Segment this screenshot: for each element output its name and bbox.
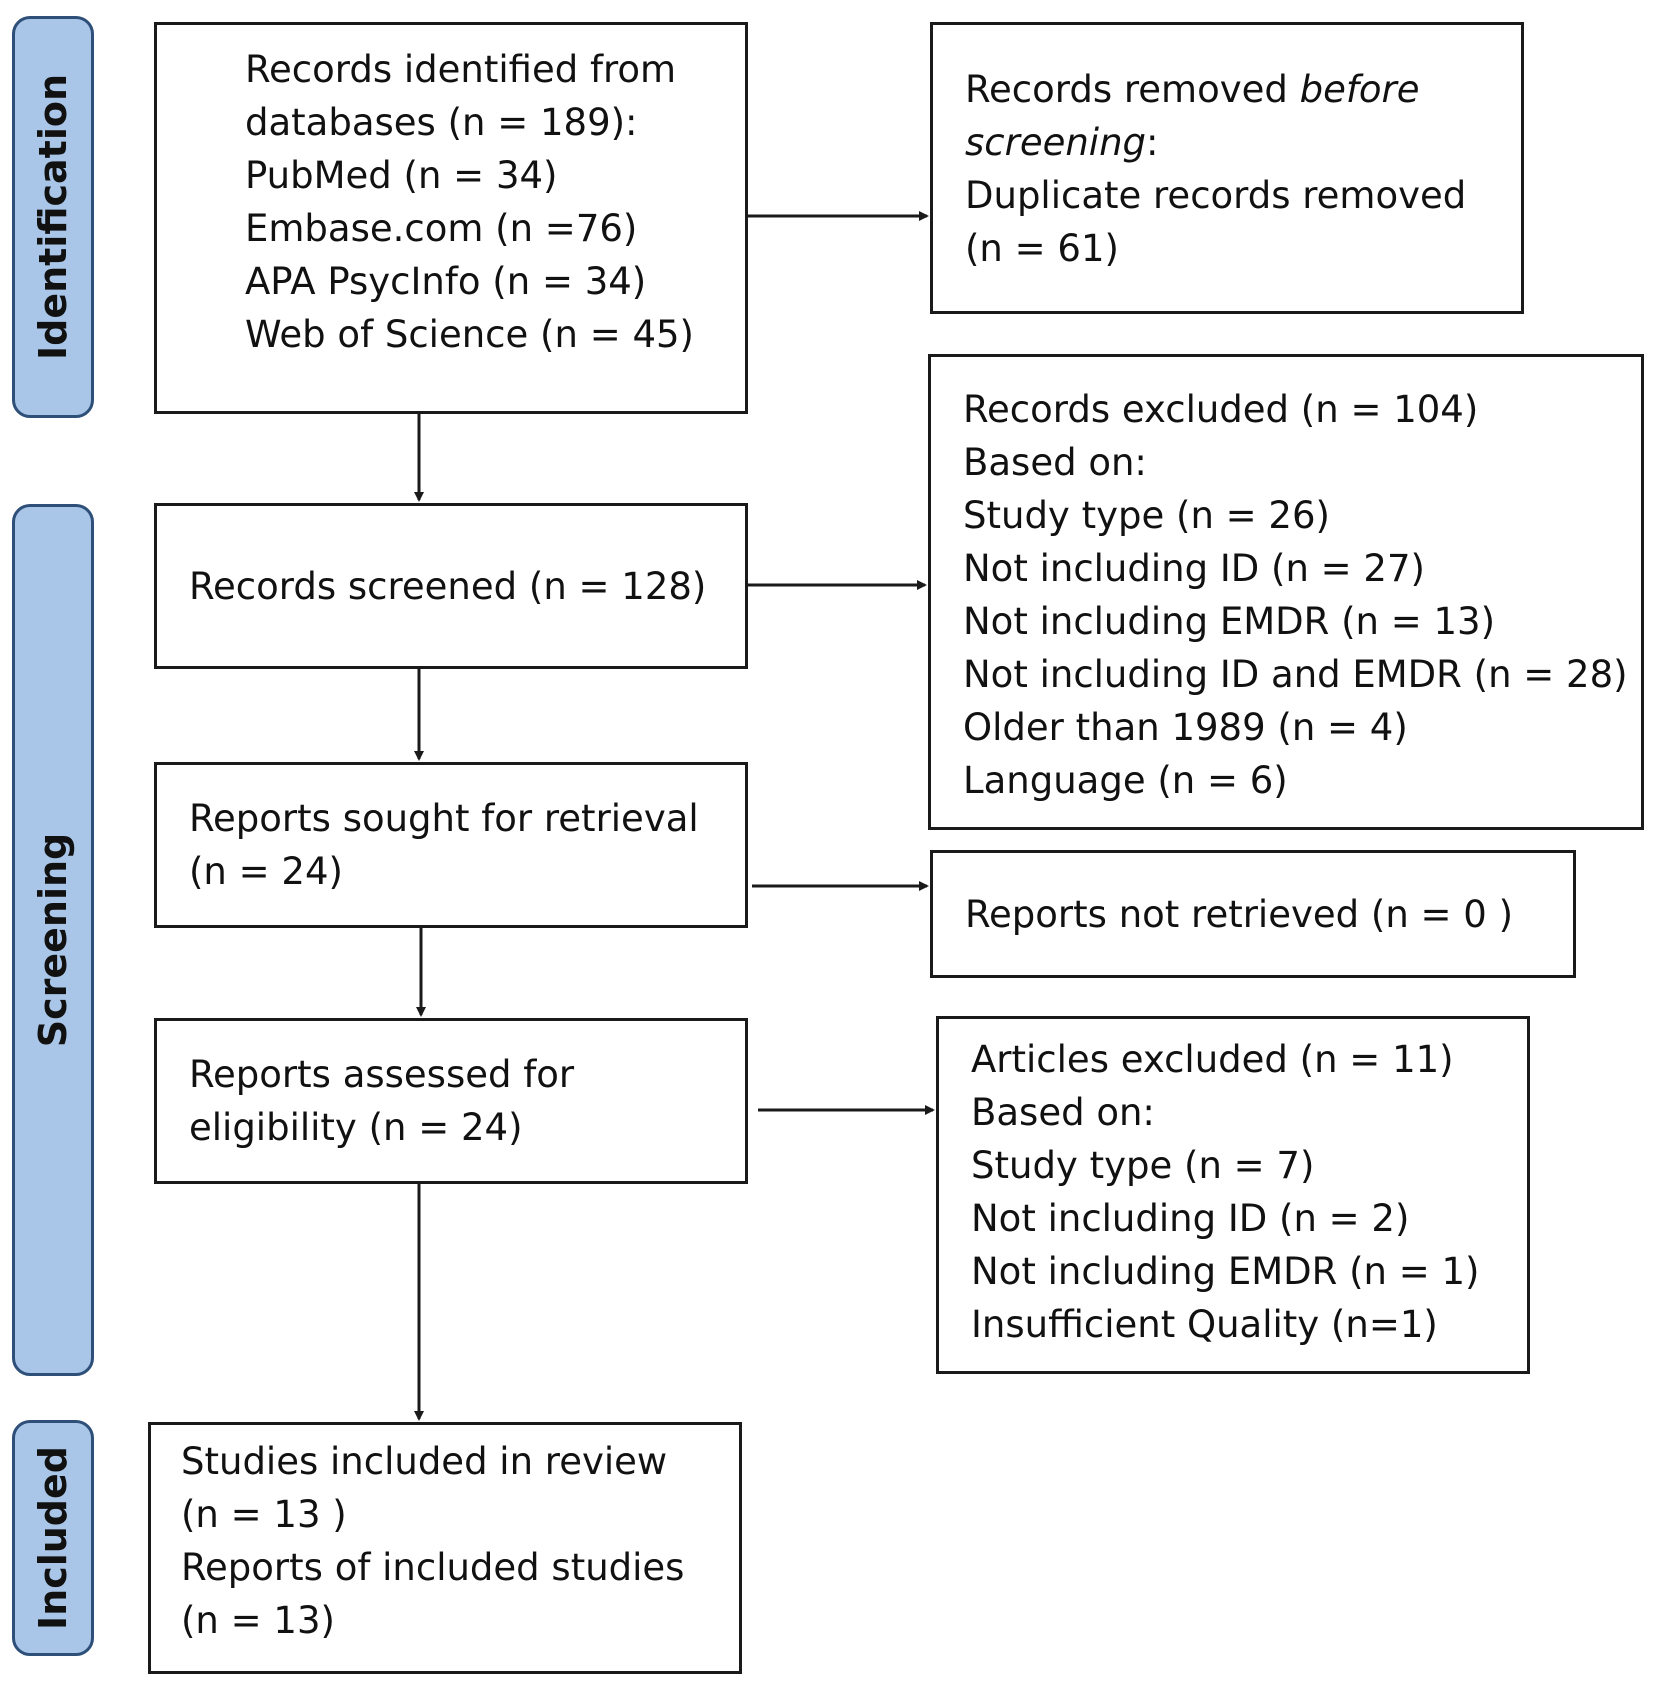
text-line: Records identified from: [245, 48, 677, 91]
text-line: Older than 1989 (n = 4): [963, 706, 1408, 749]
text-line: screening:: [965, 116, 1521, 169]
text-line: (n = 13 ): [181, 1493, 347, 1536]
text-line: Study type (n = 7): [971, 1144, 1315, 1187]
text-fragment: Records removed: [965, 68, 1300, 111]
text-fragment-italic: before: [1299, 68, 1420, 111]
text-line: Articles excluded (n = 11): [971, 1038, 1454, 1081]
text-line: Embase.com (n =76): [245, 207, 638, 250]
phase-included-label: Included: [31, 1446, 75, 1630]
text-line: (n = 13): [181, 1599, 335, 1642]
text-line: Studies included in review: [181, 1440, 668, 1483]
text-line: Records screened (n = 128): [189, 564, 707, 608]
text-fragment-italic: screening: [965, 121, 1147, 164]
text-line: PubMed (n = 34): [245, 154, 558, 197]
articles-excluded-box: Articles excluded (n = 11) Based on: Stu…: [936, 1016, 1530, 1374]
text-line: eligibility (n = 24): [189, 1106, 523, 1149]
text-line: Not including ID (n = 2): [971, 1197, 1410, 1240]
text-line: APA PsycInfo (n = 34): [245, 260, 647, 303]
text-line: Not including ID and EMDR (n = 28): [963, 653, 1628, 696]
text-line: Reports of included studies: [181, 1546, 685, 1589]
text-line: (n = 24): [189, 850, 343, 893]
text-line: Reports not retrieved (n = 0 ): [965, 892, 1514, 936]
text-line: Duplicate records removed: [965, 174, 1467, 217]
text-line: Reports assessed for: [189, 1053, 575, 1096]
text-line: Records excluded (n = 104): [963, 388, 1479, 431]
records-screened-box: Records screened (n = 128): [154, 503, 748, 669]
text-line: Web of Science (n = 45): [245, 313, 694, 356]
text-line: Based on:: [963, 441, 1147, 484]
reports-sought-box: Reports sought for retrieval (n = 24): [154, 762, 748, 928]
records-excluded-box: Records excluded (n = 104) Based on: Stu…: [928, 354, 1644, 830]
text-line: Reports sought for retrieval: [189, 797, 699, 840]
phase-identification: Identification: [12, 16, 94, 418]
text-line: Study type (n = 26): [963, 494, 1330, 537]
reports-not-retrieved-box: Reports not retrieved (n = 0 ): [930, 850, 1576, 978]
text-line: (n = 61): [965, 227, 1119, 270]
text-line: Language (n = 6): [963, 759, 1288, 802]
records-identified-box: Records identified from databases (n = 1…: [154, 22, 748, 414]
phase-included: Included: [12, 1420, 94, 1656]
text-line: Not including ID (n = 27): [963, 547, 1425, 590]
text-line: Insufficient Quality (n=1): [971, 1303, 1438, 1346]
phase-identification-label: Identification: [31, 73, 75, 361]
text-line: Not including EMDR (n = 1): [971, 1250, 1480, 1293]
records-removed-box: Records removed before screening: Duplic…: [930, 22, 1524, 314]
text-fragment: :: [1146, 121, 1159, 164]
text-line: Based on:: [971, 1091, 1155, 1134]
phase-screening-label: Screening: [31, 832, 75, 1048]
text-line: Not including EMDR (n = 13): [963, 600, 1496, 643]
phase-screening: Screening: [12, 504, 94, 1376]
reports-assessed-box: Reports assessed for eligibility (n = 24…: [154, 1018, 748, 1184]
studies-included-box: Studies included in review (n = 13 ) Rep…: [148, 1422, 742, 1674]
text-line: databases (n = 189):: [245, 101, 638, 144]
text-line: Records removed before: [965, 63, 1521, 116]
